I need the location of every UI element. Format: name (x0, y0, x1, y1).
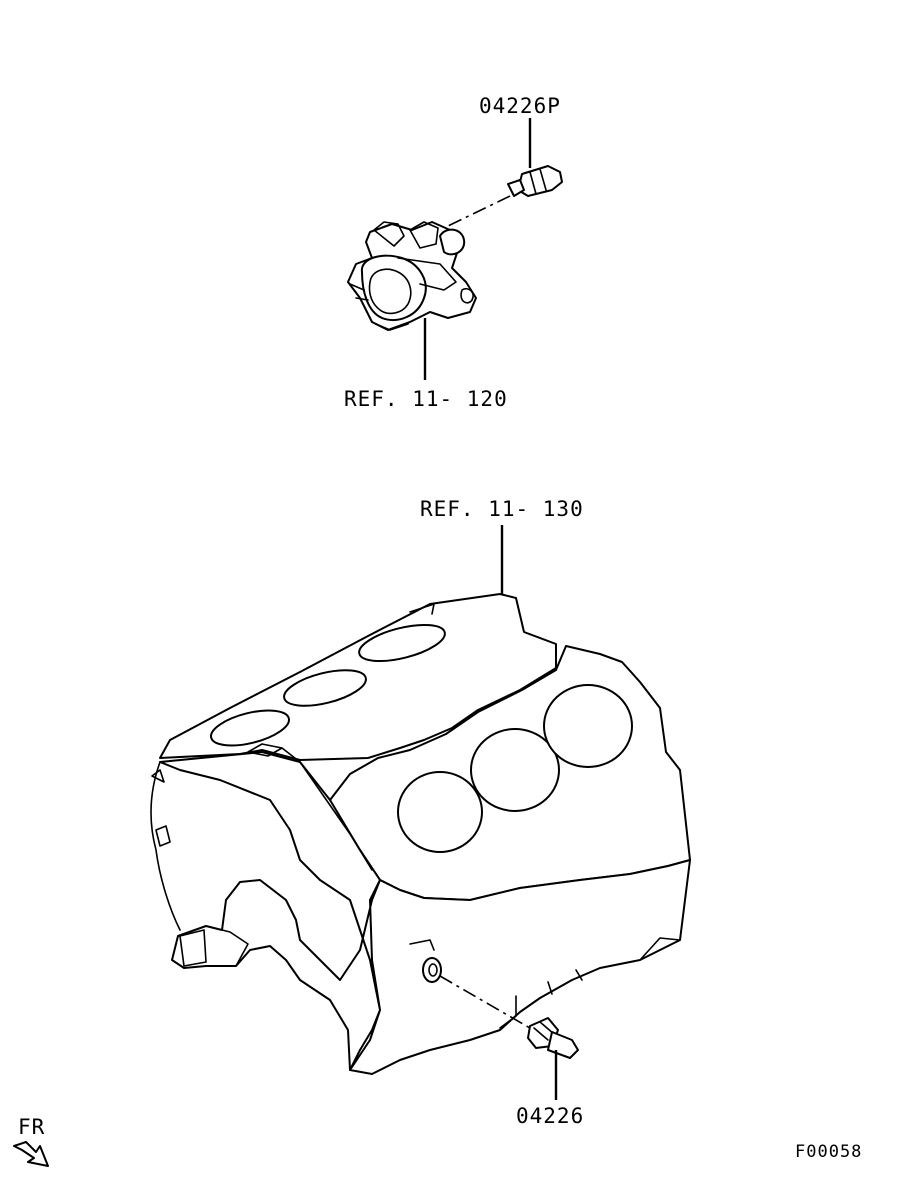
bore-left-2 (283, 669, 367, 707)
bore-left-1 (210, 709, 290, 747)
callout-ref-11-120: REF. 11- 120 (344, 387, 508, 411)
water-temperature-sender-upper[interactable] (507, 165, 563, 197)
callout-04226: 04226 (516, 1104, 584, 1128)
thermostat-housing[interactable] (347, 221, 477, 331)
front-label: FR (18, 1115, 45, 1139)
bore-right-1 (397, 771, 483, 853)
assembly-line-lower (439, 975, 531, 1029)
bore-left-3 (358, 623, 446, 663)
callout-ref-11-130: REF. 11- 130 (420, 497, 584, 521)
callout-04226P: 04226P (479, 94, 561, 118)
bore-right-2 (470, 728, 560, 812)
assembly-line-upper (447, 195, 511, 227)
bore-right-3 (543, 684, 633, 768)
front-arrow-icon (13, 1141, 49, 1167)
figure-code: F00058 (795, 1142, 862, 1162)
cylinder-block[interactable] (150, 593, 691, 1075)
sender-boss (422, 957, 442, 983)
water-temperature-sender-lower[interactable] (527, 1017, 579, 1059)
